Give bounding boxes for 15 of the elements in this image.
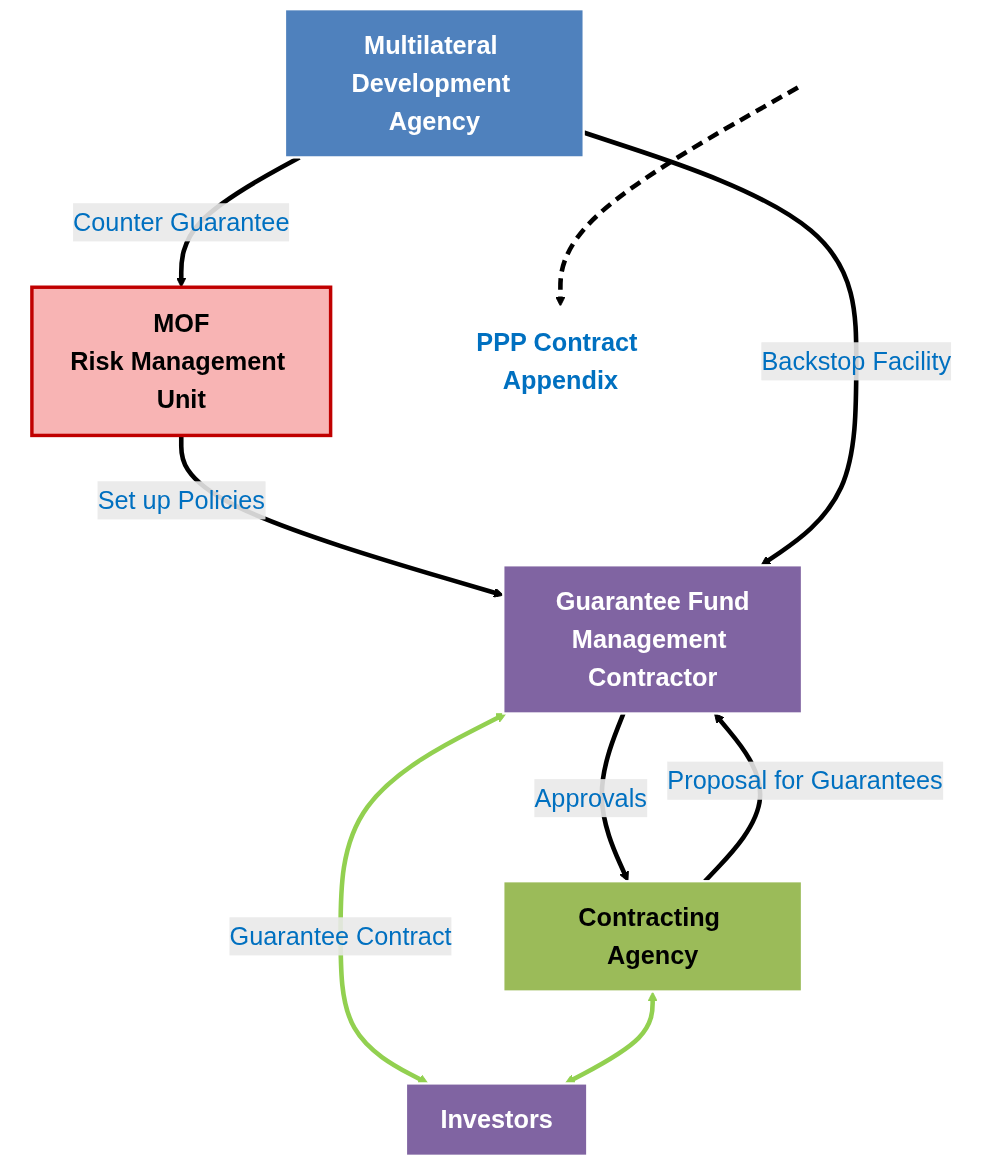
edge-label: Counter Guarantee xyxy=(73,207,290,237)
node-text: PPP Contract Appendix xyxy=(476,328,638,395)
arrow xyxy=(564,991,658,1084)
node-box: Contracting Agency xyxy=(502,880,804,993)
node-box: MOF Risk Management Unit xyxy=(30,285,333,438)
edge-label: Set up Policies xyxy=(97,485,265,515)
edge-label: Guarantee Contract xyxy=(229,922,452,951)
edge-label: Proposal for Guarantees xyxy=(667,766,943,796)
edge-label: Backstop Facility xyxy=(761,346,952,376)
node-box: Guarantee Fund Management Contractor xyxy=(502,564,804,715)
edge-label: Approvals xyxy=(534,783,647,813)
arrow xyxy=(555,85,799,307)
arrow xyxy=(338,713,507,1084)
node-box: Investors xyxy=(404,1082,589,1157)
node-box: Multilateral Development Agency xyxy=(283,8,585,159)
